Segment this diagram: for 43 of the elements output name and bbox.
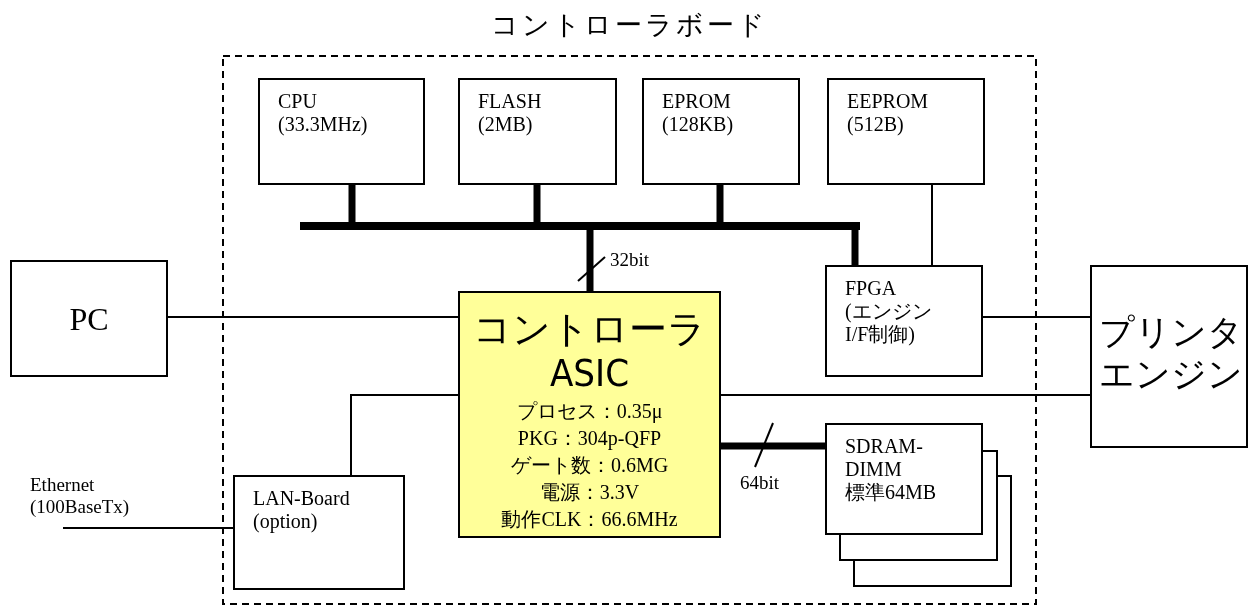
component-box — [258, 78, 425, 185]
box-label: プリンタエンジン — [1098, 310, 1244, 395]
connector-line — [62, 527, 234, 529]
connector-line — [931, 184, 933, 266]
engine-box — [1090, 265, 1248, 448]
connector-line — [533, 185, 541, 222]
connector-line — [348, 185, 356, 222]
box-heading: SDRAM-DIMM — [845, 435, 924, 481]
connector-line — [982, 316, 1091, 318]
connector-line — [721, 442, 825, 450]
box-text: (エンジン I/F制御) — [845, 300, 933, 346]
component-box — [825, 265, 983, 377]
box-text: (512B) — [847, 113, 905, 136]
chip-title: コントローラ ASIC — [472, 307, 707, 395]
component-box — [827, 78, 985, 185]
component-box — [825, 423, 983, 535]
spec-text: 動作CLK：66.6MHz — [500, 507, 679, 531]
box-heading: FLASH — [478, 90, 543, 113]
component-box — [458, 78, 617, 185]
box-text: (option) — [253, 510, 319, 533]
box-text: (2MB) — [478, 113, 534, 136]
component-box — [642, 78, 800, 185]
box-text: 標準64MB — [845, 481, 938, 504]
connector-line — [167, 316, 459, 318]
spec-text: ゲート数：0.6MG — [509, 453, 670, 477]
component-box — [233, 475, 405, 590]
connector-line — [720, 394, 1091, 396]
connector-line — [350, 394, 459, 476]
box-text: (128KB) — [662, 113, 735, 136]
spec-text: 電源：3.3V — [538, 480, 641, 504]
spec-text: PKG：304p-QFP — [516, 426, 663, 450]
board-title: コントローラボード — [490, 8, 769, 42]
box-heading: EPROM — [662, 90, 732, 113]
box-heading: EEPROM — [847, 90, 930, 113]
asic-chip-box — [458, 291, 721, 538]
box-label: PC — [68, 299, 110, 339]
connector-line — [716, 185, 724, 222]
box-heading: FPGA — [845, 277, 898, 300]
box-text: (33.3MHz) — [278, 113, 369, 136]
box-heading: CPU — [278, 90, 318, 113]
computer-box — [10, 260, 168, 377]
spec-text: プロセス：0.35μ — [515, 399, 664, 423]
box-heading: LAN-Board — [253, 487, 351, 510]
